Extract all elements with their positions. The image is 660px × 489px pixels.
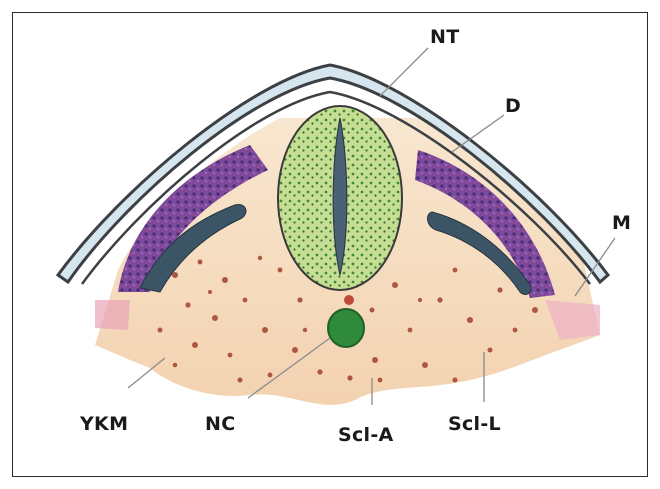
notochord	[328, 309, 364, 347]
label-d: D	[505, 95, 521, 117]
label-nc: NC	[205, 413, 235, 435]
label-m: M	[612, 212, 631, 234]
label-nt: NT	[430, 26, 459, 48]
label-scl-l: Scl-L	[448, 413, 501, 435]
notochord-small	[344, 295, 354, 305]
label-ykm: YKM	[80, 413, 128, 435]
label-scl-a: Scl-A	[338, 424, 394, 446]
leader-nt	[380, 48, 428, 96]
lateral-pink-patch-left	[95, 300, 130, 330]
